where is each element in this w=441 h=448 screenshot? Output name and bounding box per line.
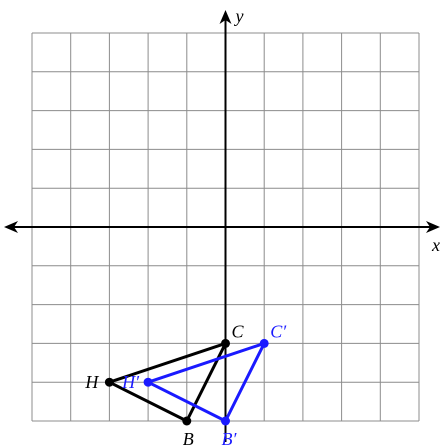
vertex-point xyxy=(221,416,230,426)
vertex-label: C xyxy=(232,321,245,341)
vertex-point xyxy=(221,338,230,348)
image-triangle xyxy=(146,341,266,423)
x-axis-arrow-left xyxy=(4,221,18,233)
vertex-point xyxy=(182,416,192,426)
x-axis-arrow-right xyxy=(426,221,440,233)
x-axis-label: x xyxy=(431,235,440,255)
y-axis-arrow-up xyxy=(219,10,232,24)
triangles: H B C H′ B′ C′ xyxy=(84,321,287,448)
vertex-label: C′ xyxy=(270,321,287,341)
y-axis-label: y xyxy=(234,6,244,26)
vertex-label: B′ xyxy=(222,429,238,448)
vertex-point xyxy=(104,377,114,387)
vertex-point xyxy=(143,377,153,387)
vertex-point xyxy=(259,338,269,348)
vertex-label: H xyxy=(84,372,99,392)
original-triangle xyxy=(107,341,227,423)
axes: x y xyxy=(4,6,440,442)
vertex-label: H′ xyxy=(121,372,140,392)
vertex-label: B xyxy=(183,429,194,448)
